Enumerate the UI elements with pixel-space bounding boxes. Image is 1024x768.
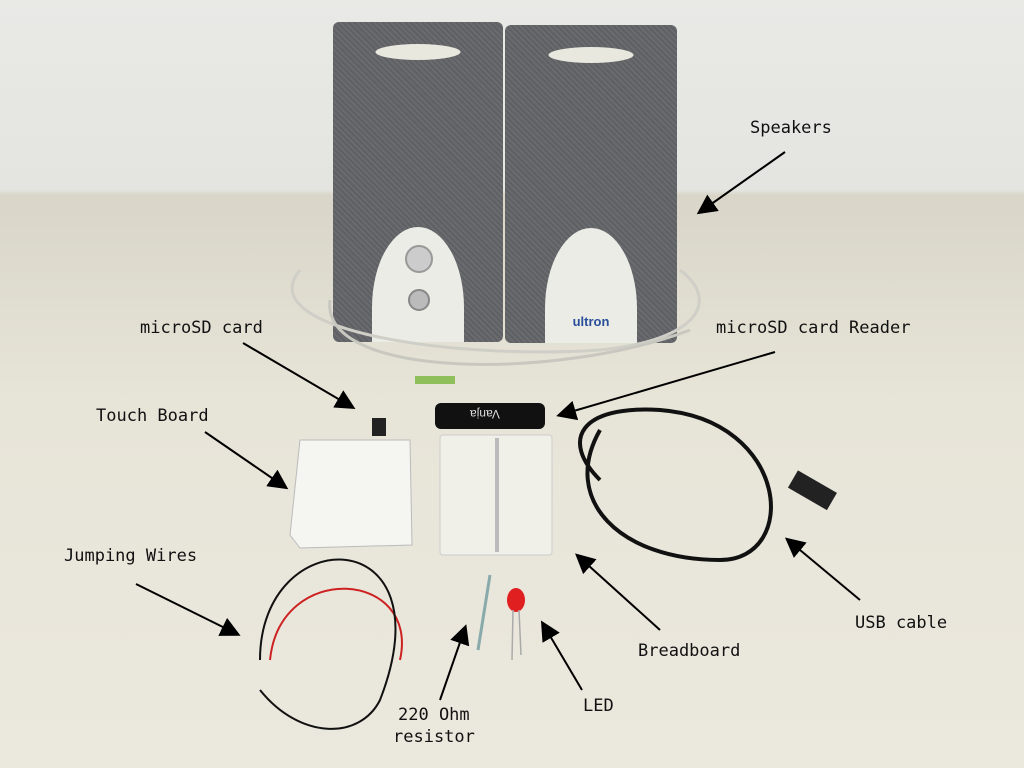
label-breadboard: Breadboard [638, 641, 741, 661]
arrow-speakers [696, 151, 786, 215]
label-touch-board: Touch Board [96, 406, 209, 426]
usb-cable [578, 407, 773, 563]
label-led: LED [583, 696, 614, 716]
jumping-wire-red [269, 587, 403, 661]
headphone-jack [408, 289, 430, 311]
label-jumping-wires: Jumping Wires [64, 546, 198, 566]
speaker-cable [328, 299, 691, 366]
label-microsd-reader: microSD card Reader [716, 318, 911, 338]
arrow-jumping-wires [135, 583, 241, 636]
touch-board [289, 439, 413, 549]
label-speakers: Speakers [750, 118, 832, 138]
reader-brand-logo: Vanja [470, 407, 500, 421]
label-resistor-line1: 220 Ohm [398, 705, 470, 725]
label-resistor-line2: resistor [393, 727, 475, 747]
arrow-usb-cable [784, 537, 861, 601]
audio-plug [415, 376, 455, 384]
arrow-touch-board [204, 431, 289, 490]
microsd-card-reader [435, 403, 545, 429]
arrow-resistor [439, 624, 470, 701]
speaker-slot [548, 47, 634, 63]
usb-plug [787, 470, 837, 511]
volume-knob [405, 245, 433, 273]
speaker-brand-logo: ultron [572, 314, 610, 329]
led [507, 588, 525, 612]
speaker-slot [375, 44, 461, 60]
speaker-control-panel [372, 227, 464, 342]
speaker-cable [290, 268, 701, 354]
left-speaker [333, 22, 503, 342]
arrow-microsd-reader [556, 351, 776, 421]
right-speaker: ultron [505, 25, 677, 343]
label-usb-cable: USB cable [855, 613, 948, 633]
arrow-led [540, 620, 583, 691]
arrow-breadboard [575, 553, 661, 631]
arrow-microsd-card [242, 342, 356, 410]
jumping-wire-black [259, 558, 397, 730]
microsd-card [372, 418, 386, 436]
resistor [476, 574, 492, 651]
label-microsd-card: microSD card [140, 318, 263, 338]
